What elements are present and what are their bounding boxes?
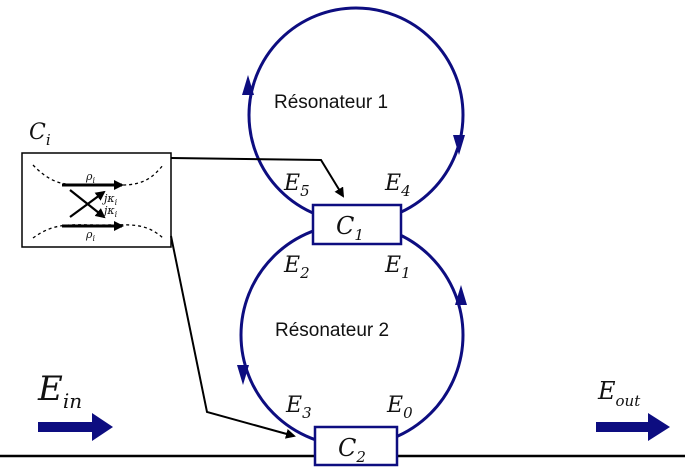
- field-e3-label: E3: [285, 393, 312, 422]
- ring2-direction-arrow-right: [455, 285, 467, 305]
- resonator-1-label: Résonateur 1: [274, 92, 388, 113]
- coupler-inset-title: Ci: [29, 120, 51, 149]
- input-arrow: [38, 413, 113, 441]
- resonator-2-label: Résonateur 2: [275, 320, 389, 341]
- inset-rho-bottom-label: ρi: [85, 228, 95, 243]
- inset-kappa-top-label: jκi: [101, 192, 118, 207]
- inset-kappa-bottom-label: jκi: [101, 204, 118, 219]
- ring1-direction-arrow-left: [242, 75, 254, 95]
- coupler-c1-box: [311, 203, 403, 246]
- coupler-c2-box: [313, 425, 399, 467]
- field-e2-label: E2: [283, 253, 310, 282]
- pointer-to-c2: [170, 235, 296, 439]
- ring1-direction-arrow-right: [453, 135, 465, 155]
- coupler-c2-label: C2: [338, 434, 366, 466]
- output-field-label: Eout: [597, 377, 641, 410]
- ring2-direction-arrow-left: [237, 365, 249, 385]
- coupler-c1-label: C1: [336, 212, 364, 244]
- pointer-to-c1: [170, 157, 345, 198]
- inset-cross-arrow-up: [69, 190, 106, 218]
- output-arrow: [596, 413, 670, 441]
- resonator-1-ring: [247, 6, 465, 224]
- field-e5-label: E5: [283, 171, 310, 200]
- coupler-inset-box: [21, 152, 172, 248]
- field-e0-label: E0: [386, 393, 413, 422]
- inset-bottom-waveguide: [32, 224, 164, 239]
- field-e4-label: E4: [384, 171, 411, 200]
- inset-rho-top-label: ρi: [85, 170, 95, 185]
- field-e1-label: E1: [384, 253, 411, 282]
- input-field-label: Ein: [37, 369, 82, 413]
